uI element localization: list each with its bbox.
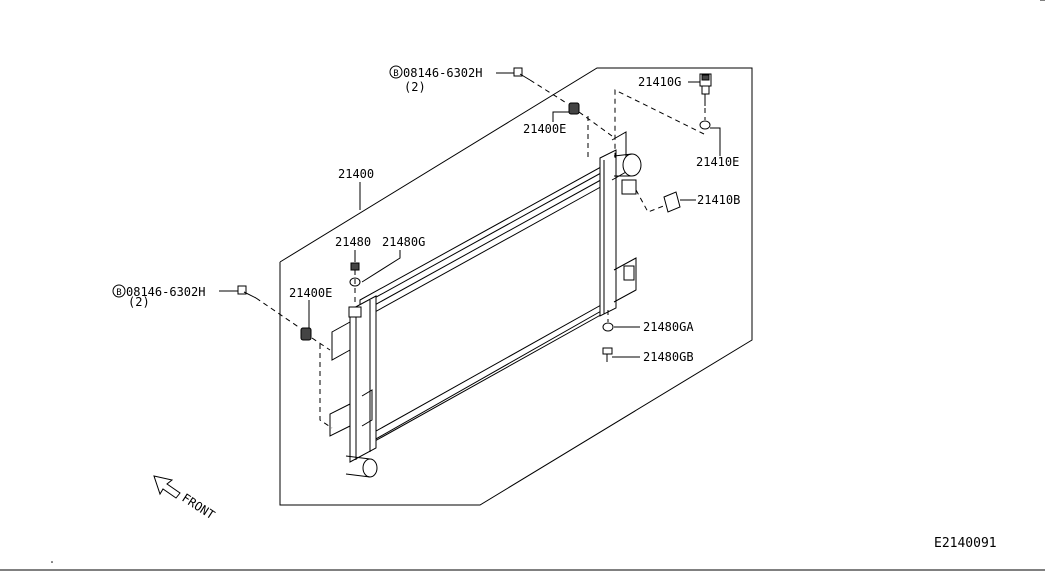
label-21410E: 21410E [696,155,739,169]
bolt-left [237,285,257,299]
label-21400E-top: 21400E [523,122,566,136]
lower-hose-neck [345,455,378,478]
leader-21400E-top [552,111,569,122]
bolt-left-b-mark: B [112,284,126,298]
mount-rubber-top [568,102,580,115]
label-21410G: 21410G [638,75,681,89]
label-21480GA: 21480GA [643,320,694,334]
bolt-top [513,67,531,81]
label-21480GB: 21480GB [643,350,694,364]
bolt-top-dash [529,79,569,105]
rubber-top-dash [578,111,613,137]
left-mount-bracket [329,321,373,437]
svg-text:FRONT: FRONT [179,491,217,522]
label-21480: 21480 [335,235,371,249]
clip-dash [635,189,667,213]
mount-rubber-left [300,327,312,341]
bolt-top-b-mark: B [389,65,403,79]
assembly-boundary-box [279,67,753,506]
label-bolt-top-qty: (2) [404,80,426,94]
drain-plug-21480GB [602,347,613,362]
rubber-left-vertical-dash [319,344,333,429]
svg-text:B: B [116,288,121,298]
label-bolt-left-qty: (2) [128,295,150,309]
sensor-to-radiator-dash [614,89,705,160]
sensor-o-ring-21410E [699,120,711,130]
label-bolt-left: 08146-6302H [126,285,205,299]
drain-plug-seal-21480GA [602,322,614,332]
label-21400: 21400 [338,167,374,181]
front-direction-arrow: FRONT [153,475,217,522]
diagram-code: E2140091 [934,536,997,551]
label-21400E-left: 21400E [289,286,332,300]
leader-21480G [361,250,401,283]
temp-sensor-21410G [699,73,712,106]
reference-dot [51,561,53,563]
rubber-left-dash [311,337,331,351]
upper-hose-neck [613,153,642,177]
label-bolt-top: 08146-6302H [403,66,482,80]
radiator-core [349,149,617,463]
sensor-clip-21410B [621,179,681,213]
label-21480G: 21480G [382,235,425,249]
svg-text:B: B [393,69,398,79]
label-21410B: 21410B [697,193,740,207]
leader-21410E [710,127,721,156]
bolt-left-dash [255,297,301,329]
